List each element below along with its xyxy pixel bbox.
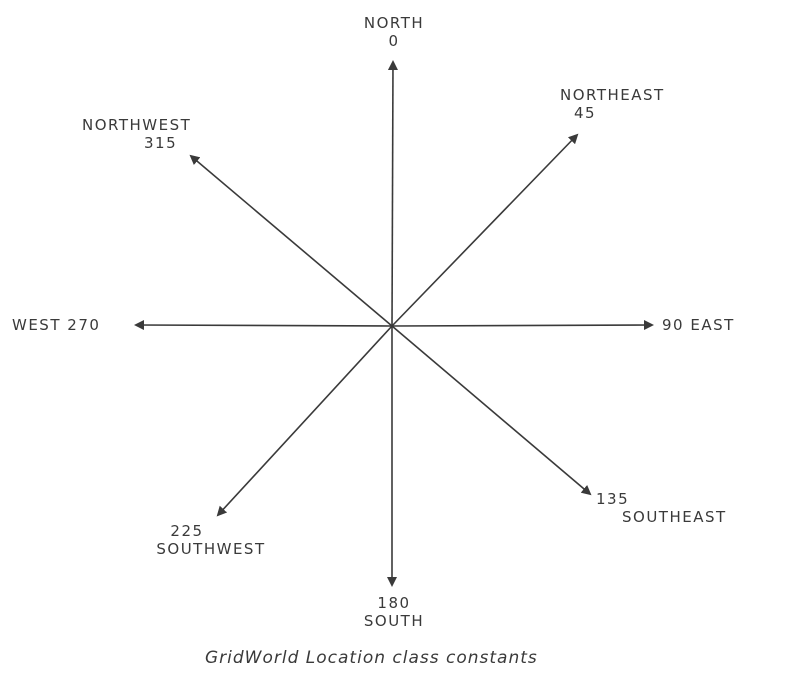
label-southeast: 135 SOUTHEAST <box>596 490 727 526</box>
direction-degrees: 135 <box>596 490 630 508</box>
direction-name: WEST <box>12 316 61 334</box>
direction-degrees: 225 <box>170 522 204 540</box>
direction-degrees: 0 <box>388 32 400 50</box>
direction-name: SOUTHEAST <box>622 508 727 526</box>
diagram-caption: GridWorld Location class constants <box>205 648 538 668</box>
arrow-west <box>134 320 393 331</box>
direction-name: NORTH <box>363 14 425 32</box>
direction-name: NORTHEAST <box>560 86 665 104</box>
label-north: NORTH 0 <box>352 14 436 50</box>
direction-degrees: 45 <box>574 104 597 122</box>
arrow-northeast <box>391 133 579 327</box>
label-south: 180 SOUTH <box>352 594 436 630</box>
direction-name: NORTHWEST <box>82 116 192 134</box>
direction-degrees: 270 <box>67 316 101 334</box>
label-west: WEST 270 <box>12 316 100 334</box>
label-northeast: NORTHEAST 45 <box>560 86 665 122</box>
arrow-southwest <box>216 325 393 517</box>
arrow-east <box>391 320 654 331</box>
label-northwest: NORTHWEST 315 <box>82 116 191 152</box>
direction-degrees: 90 <box>662 316 685 334</box>
direction-name: SOUTH <box>363 612 425 630</box>
arrow-north <box>387 60 398 327</box>
label-southwest: 225 SOUTHWEST <box>146 522 276 558</box>
label-east: 90 EAST <box>662 316 735 334</box>
direction-degrees: 180 <box>377 594 411 612</box>
direction-name: EAST <box>690 316 735 334</box>
direction-name: SOUTHWEST <box>156 540 266 558</box>
arrow-southeast <box>391 325 592 496</box>
arrow-northwest <box>189 154 393 327</box>
direction-degrees: 315 <box>144 134 178 152</box>
